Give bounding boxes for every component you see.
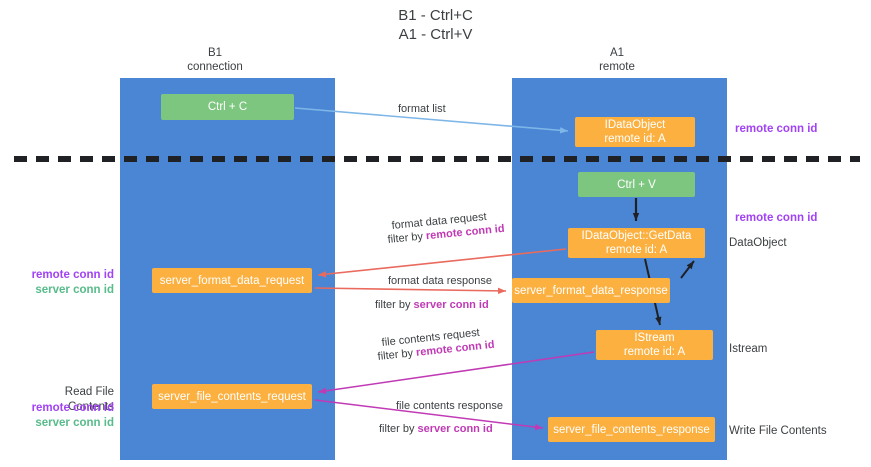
box-istream-line1: IStream (634, 332, 675, 344)
label-file-contents-response-filter: filter by server conn id (379, 422, 493, 436)
column-header-a1: A1 remote (557, 46, 677, 74)
label-server-conn-id-left-bottom: server conn id (35, 417, 114, 429)
label-dataobject: DataObject (729, 237, 787, 249)
title-line-2: A1 - Ctrl+V (398, 26, 473, 43)
label-write-file-contents: Write File Contents (729, 425, 827, 437)
column-header-a1-name: A1 (609, 47, 625, 59)
label-remote-conn-id-left-bottom: remote conn id (31, 402, 114, 414)
label-remote-conn-id-top: remote conn id (735, 123, 818, 135)
label-server-conn-id-left-mid: server conn id (35, 284, 114, 296)
label-remote-conn-id-mid: remote conn id (735, 212, 818, 224)
box-idataobject-getdata[interactable]: IDataObject::GetData remote id: A (568, 228, 705, 258)
label-read-file-contents: Read File Contents (64, 386, 114, 413)
box-istream[interactable]: IStream remote id: A (596, 330, 713, 360)
column-header-b1-name: B1 (207, 47, 223, 59)
column-header-a1-sub: remote (599, 61, 635, 73)
label-format-list: format list (398, 103, 446, 115)
box-idataobject-line1: IDataObject (604, 119, 666, 131)
box-ctrl-v-label: Ctrl + V (617, 178, 656, 191)
server-conn-id-text: server conn id (417, 423, 493, 435)
box-ctrl-v[interactable]: Ctrl + V (578, 172, 695, 197)
label-conn-ids-bottom: remote conn id server conn id (22, 401, 114, 431)
box-sfcresp-label: server_file_contents_response (553, 423, 710, 436)
server-conn-id-text: server conn id (413, 299, 489, 311)
label-conn-ids-mid: remote conn id server conn id (22, 268, 114, 298)
label-remote-conn-id-left-mid: remote conn id (31, 269, 114, 281)
title-line-1: B1 - Ctrl+C (398, 7, 473, 24)
box-server-file-contents-response[interactable]: server_file_contents_response (548, 417, 715, 442)
label-istream: Istream (729, 343, 768, 355)
box-sfdreq-label: server_format_data_request (159, 274, 305, 287)
filter-by-text: filter by (379, 423, 418, 435)
box-ctrl-c-label: Ctrl + C (207, 101, 248, 113)
box-server-file-contents-request[interactable]: server_file_contents_request (152, 384, 312, 409)
column-header-b1-sub: connection (187, 61, 243, 73)
label-file-contents-response: file contents response (396, 400, 504, 412)
label-format-data-response-filter: filter by server conn id (375, 298, 489, 312)
box-server-format-data-request[interactable]: server_format_data_request (152, 268, 312, 293)
page-title: B1 - Ctrl+C A1 - Ctrl+V (0, 6, 871, 44)
phase-divider (14, 156, 860, 162)
box-getdata-line1: IDataObject::GetData (581, 230, 692, 242)
arrow-format-data-response (314, 287, 507, 295)
box-istream-line2: remote id: A (623, 346, 686, 358)
box-server-format-data-response[interactable]: server_format_data_response (512, 278, 670, 303)
filter-by-text: filter by (375, 299, 414, 311)
box-idataobject[interactable]: IDataObject remote id: A (575, 117, 695, 147)
label-format-data-response: format data response (388, 275, 492, 287)
column-header-b1: B1 connection (155, 46, 275, 74)
box-sfcreq-label: server_file_contents_request (158, 390, 306, 403)
box-idataobject-line2: remote id: A (604, 133, 666, 145)
box-ctrl-c[interactable]: Ctrl + C (161, 94, 294, 120)
filter-by-text: filter by (377, 346, 417, 363)
box-sfdresp-label: server_format_data_response (514, 284, 668, 297)
filter-by-text: filter by (387, 230, 427, 246)
box-getdata-line2: remote id: A (605, 244, 668, 256)
